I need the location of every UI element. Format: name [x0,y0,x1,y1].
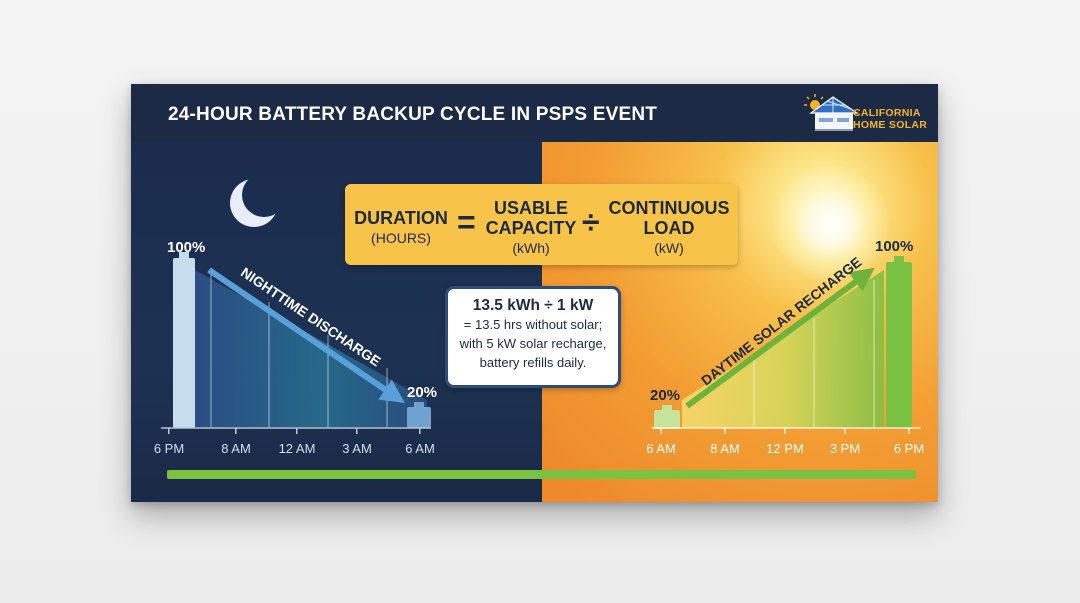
example-box: 13.5 kWh ÷ 1 kW = 13.5 hrs without solar… [445,286,621,388]
day-tick-label: 12 PM [766,441,804,456]
night-tick-label: 3 AM [342,441,372,456]
night-tick-label: 8 AM [221,441,251,456]
formula-box: DURATION (HOURS) = USABLE CAPACITY (kWh)… [345,184,738,265]
day-tick-label: 8 AM [710,441,740,456]
day-full-battery-cap [894,256,904,263]
divide-sign: ÷ [582,204,600,240]
day-tick-label: 6 PM [893,441,925,456]
example-line1: = 13.5 hrs without solar; [463,317,603,332]
formula-capacity-line1: USABLE [493,198,568,218]
logo-text-line2: HOME SOLAR [853,119,928,131]
formula-capacity-unit: (kWh) [512,240,550,256]
day-tick-label: 3 PM [829,441,861,456]
day-recharge-arrow [685,267,875,409]
infographic-card: 24-HOUR BATTERY BACKUP CYCLE IN PSPS EVE… [131,84,938,502]
formula-load-line2: LOAD [643,218,695,238]
formula-duration-unit: (HOURS) [371,230,431,246]
header-bar: 24-HOUR BATTERY BACKUP CYCLE IN PSPS EVE… [131,84,938,142]
logo-text-line1: CALIFORNIA [853,107,921,119]
day-tick-label: 6 AM [646,441,676,456]
example-line3: battery refills daily. [479,355,587,370]
formula-load-line1: CONTINUOUS [608,198,730,218]
formula-load-unit: (kW) [654,240,684,256]
timeline-bar [167,470,916,479]
night-tick-label: 6 AM [405,441,435,456]
day-low-battery [654,410,680,429]
sun-icon [771,164,891,284]
chart-layer [161,252,921,434]
page-title: 24-HOUR BATTERY BACKUP CYCLE IN PSPS EVE… [168,104,658,125]
night-low-battery-cap [414,402,424,408]
night-discharge-area [195,270,427,427]
formula-capacity-line2: CAPACITY [485,218,577,238]
night-end-percent: 20% [407,384,438,401]
example-line2: with 5 kW solar recharge, [459,336,607,351]
day-start-percent: 20% [650,387,681,404]
day-low-battery-cap [662,405,672,411]
night-tick-label: 12 AM [278,441,316,456]
day-end-percent: 100% [875,238,914,255]
night-full-battery-cap [179,252,189,259]
night-discharge-arrow [207,267,405,404]
example-headline: 13.5 kWh ÷ 1 kW [472,297,594,314]
night-start-percent: 100% [167,239,206,256]
night-full-battery [173,258,195,428]
day-full-battery [886,262,912,428]
moon-icon [230,179,278,227]
night-low-battery [407,407,431,428]
house-solar-logo-icon [804,94,859,131]
equals-sign: = [457,204,476,240]
day-recharge-area [682,270,884,428]
night-tick-label: 6 PM [153,441,185,456]
formula-duration: DURATION [354,208,448,228]
